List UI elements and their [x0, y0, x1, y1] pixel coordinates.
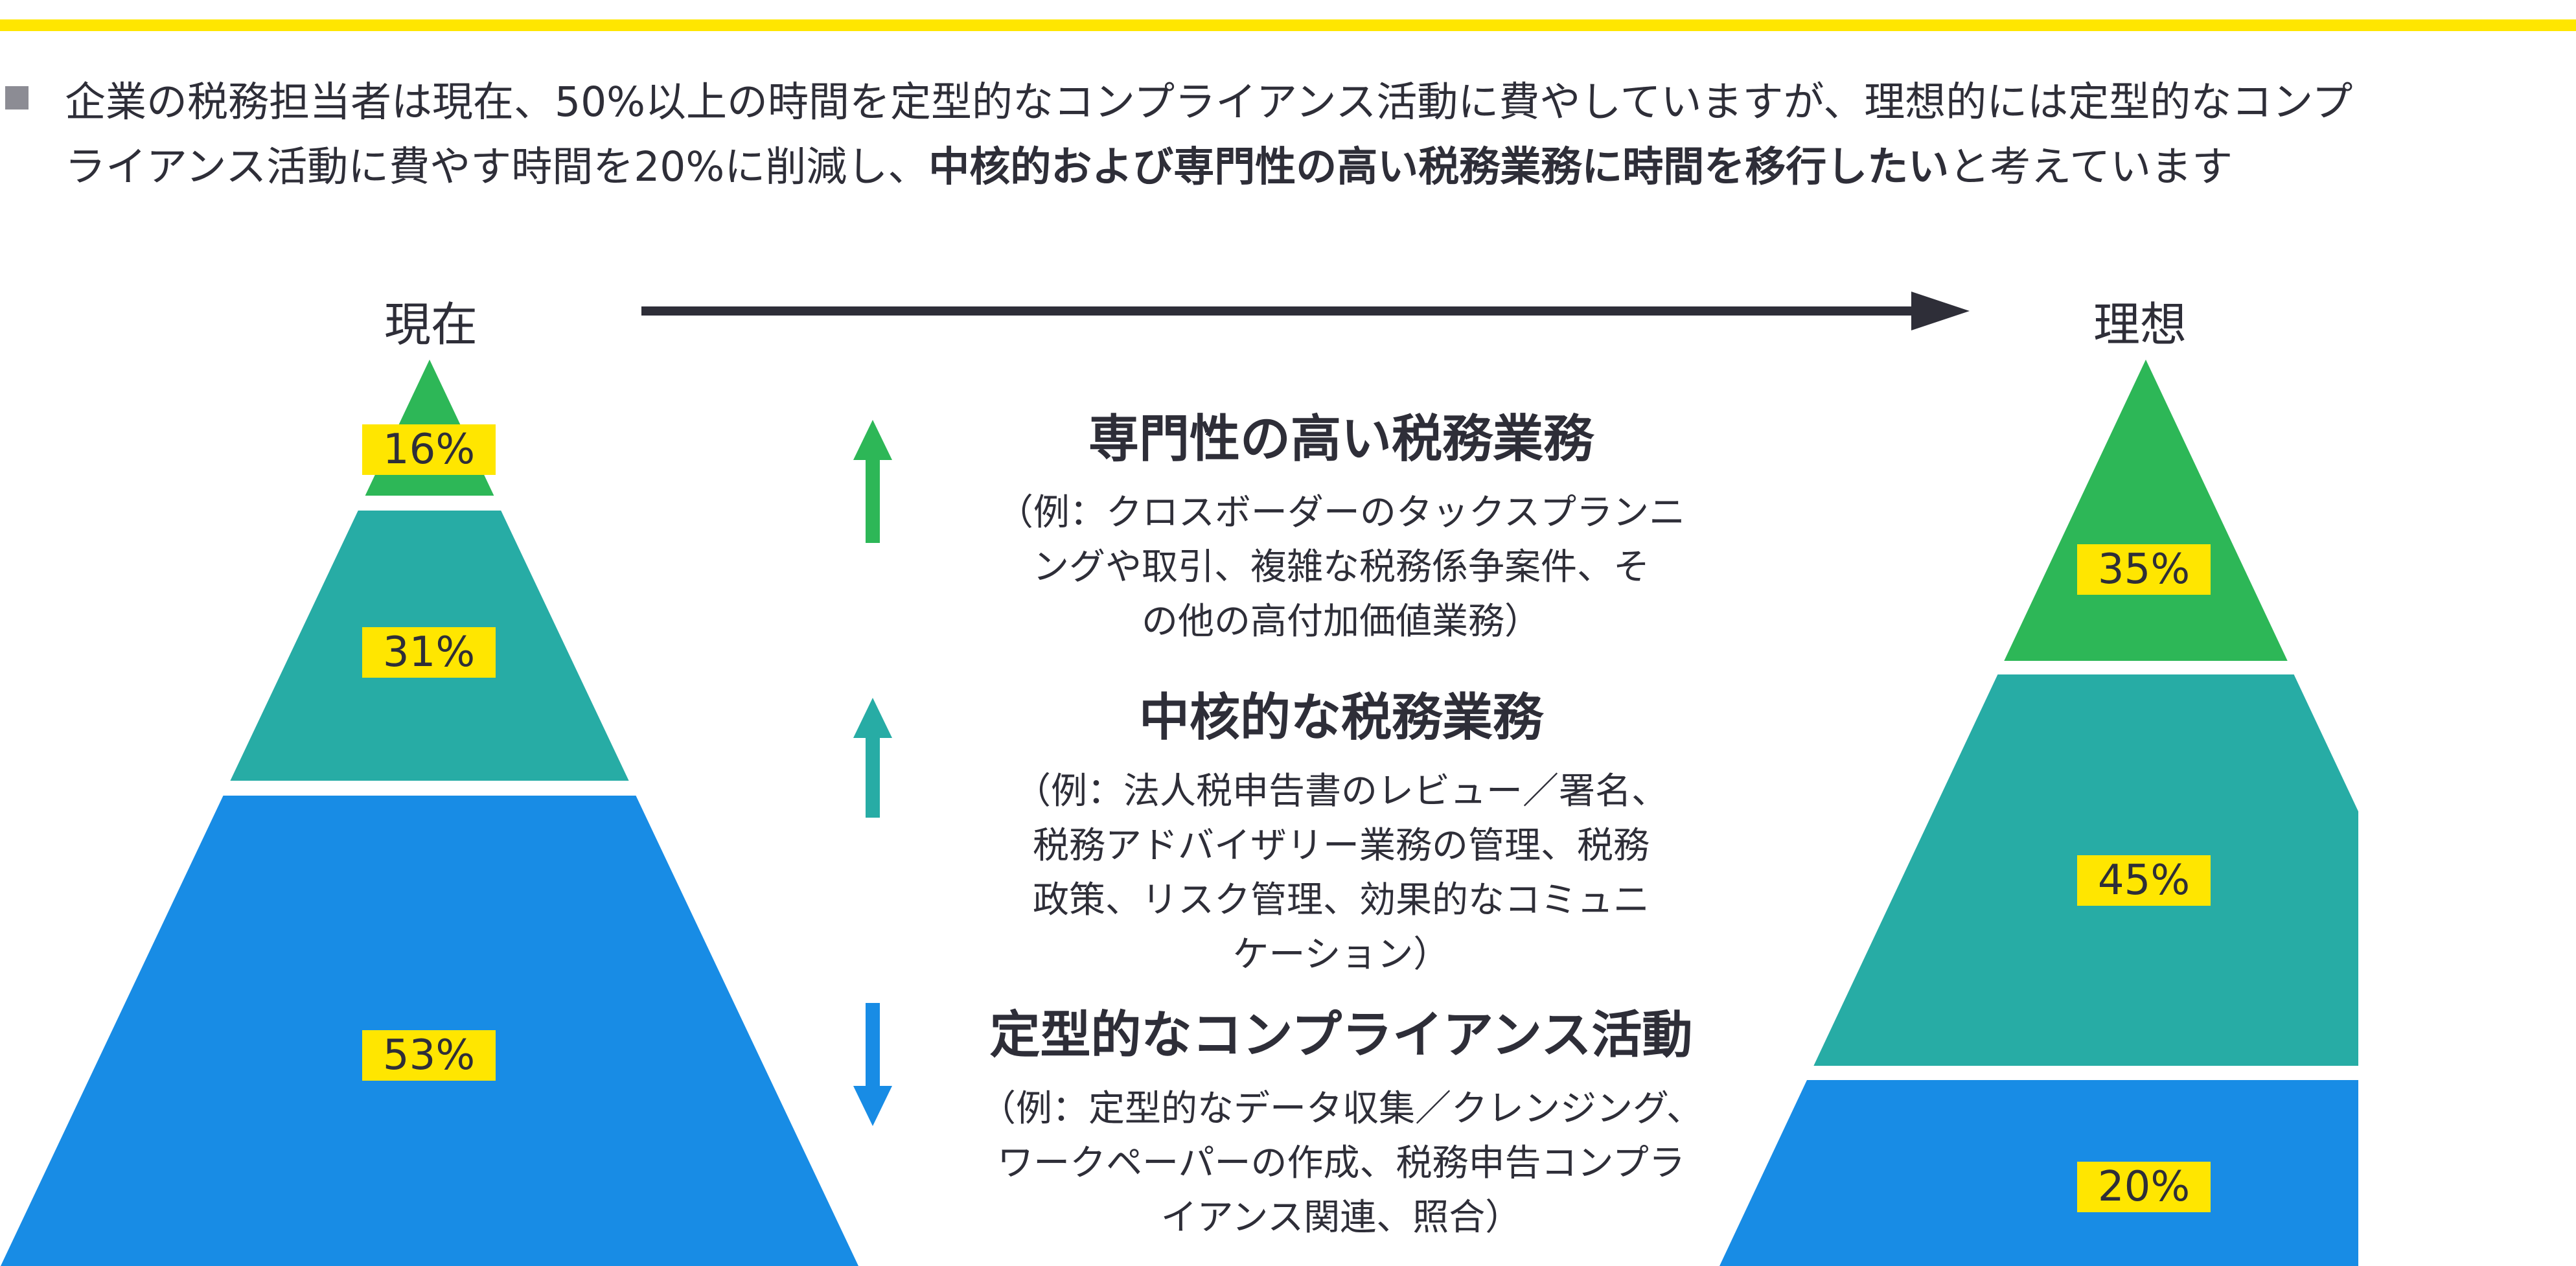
legend-desc-line: 税務アドバイザリー業務の管理、税務	[1033, 825, 1650, 867]
intro-line-1: 企業の税務担当者は現在、50%以上の時間を定型的なコンプライアンス活動に費やして…	[65, 78, 2353, 126]
current-pct-31: 31%	[362, 627, 496, 678]
current-pct-53: 53%	[362, 1030, 496, 1081]
ideal-pct-20: 20%	[2077, 1162, 2211, 1212]
intro-line-2-plain: ライアンス活動に費やす時間を20%に削減し、	[65, 143, 929, 190]
ideal-pct-45: 45%	[2077, 855, 2211, 906]
down-arrow-icon-compliance	[853, 1003, 892, 1126]
ideal-pct-35: 35%	[2077, 544, 2211, 595]
intro-line-2: ライアンス活動に費やす時間を20%に削減し、中核的および専門性の高い税務業務に時…	[65, 135, 2566, 200]
intro-line-2-tail: と考えています	[1949, 143, 2233, 190]
legend-title-specialized: 専門性の高い税務業務	[1088, 410, 1594, 468]
legend-desc-line: ングや取引、複雑な税務係争案件、そ	[1033, 546, 1650, 588]
legend-desc-line: （例：法人税申告書のレビュー／署名、	[1015, 770, 1668, 812]
legend-desc-line: イアンス関連、照合）	[1160, 1197, 1522, 1239]
legend-desc-line: ワークペーパーの作成、税務申告コンプラ	[997, 1142, 1685, 1184]
current-pct-16: 16%	[362, 424, 496, 475]
current-title: 現在	[384, 297, 477, 352]
ideal-pyramid	[1719, 360, 2358, 1266]
up-arrow-icon-core	[853, 698, 892, 818]
legend-desc-compliance: （例：定型的なデータ収集／クレンジング、 ワークペーパーの作成、税務申告コンプラ…	[969, 1082, 1714, 1245]
ideal-pyramid-band-3	[1719, 1080, 2358, 1266]
legend-desc-line: （例：クロスボーダーのタックスプランニ	[996, 492, 1686, 534]
legend-title-core: 中核的な税務業務	[1138, 689, 1543, 747]
intro-text: 企業の税務担当者は現在、50%以上の時間を定型的なコンプライアンス活動に費やして…	[65, 70, 2566, 200]
ideal-title: 理想	[2093, 297, 2187, 352]
up-arrow-icon-specialized	[853, 420, 892, 543]
top-accent-bar	[0, 19, 2576, 31]
intro-line-2-bold: 中核的および専門性の高い税務業務に時間を移行したい	[928, 143, 1949, 190]
bullet-square-icon	[5, 86, 29, 109]
legend-desc-core: （例：法人税申告書のレビュー／署名、 税務アドバイザリー業務の管理、税務 政策、…	[969, 765, 1714, 982]
legend-desc-line: の他の高付加価値業務）	[1142, 601, 1541, 643]
flow-arrow-icon	[641, 292, 1970, 330]
legend-desc-line: （例：定型的なデータ収集／クレンジング、	[979, 1088, 1703, 1130]
legend-desc-line: 政策、リスク管理、効果的なコミュニ	[1033, 879, 1650, 921]
legend-title-compliance: 定型的なコンプライアンス活動	[989, 1006, 1693, 1065]
legend-desc-specialized: （例：クロスボーダーのタックスプランニ ングや取引、複雑な税務係争案件、そ の他…	[969, 486, 1714, 649]
ideal-pyramid-band-1	[2004, 360, 2288, 661]
legend-desc-line: ケーション）	[1232, 934, 1450, 976]
